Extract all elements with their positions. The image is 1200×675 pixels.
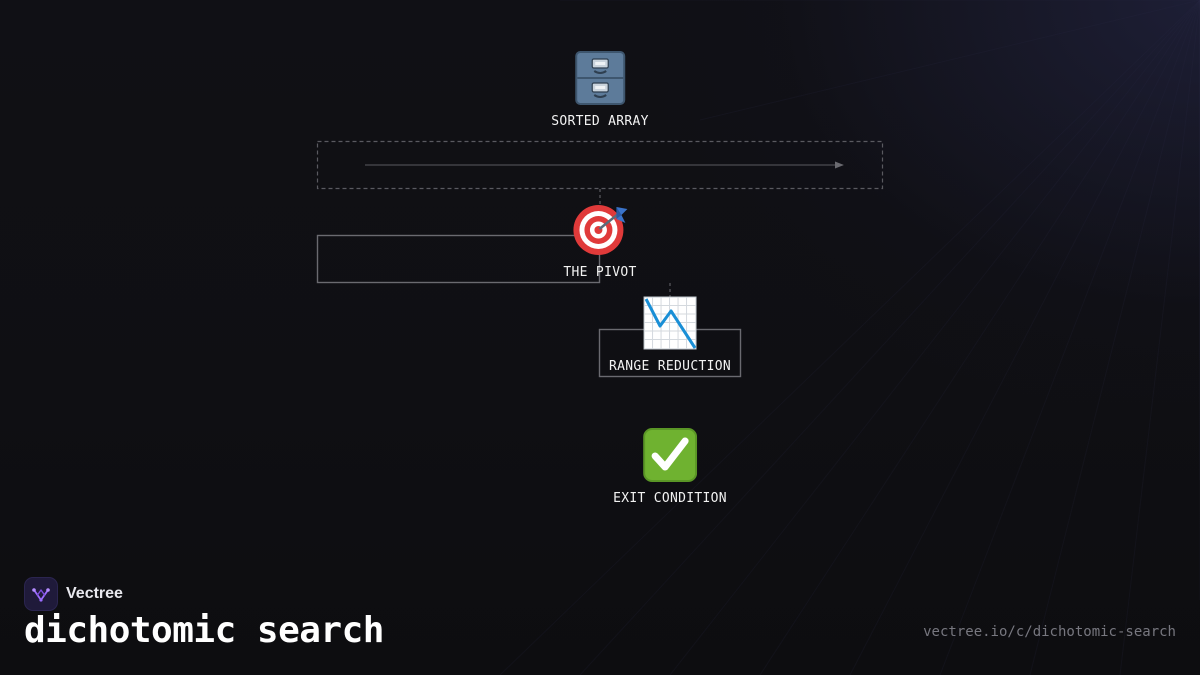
chart-decreasing-icon: [642, 295, 698, 351]
target-icon: [572, 201, 628, 257]
node-the-pivot: THE PIVOT: [563, 201, 636, 280]
brand-name: Vectree: [66, 585, 123, 602]
sorted-array-container: [316, 140, 884, 190]
node-range-reduction: RANGE REDUCTION: [609, 295, 731, 374]
page-title: dichotomic search: [24, 610, 384, 651]
node-exit-condition: EXIT CONDITION: [613, 427, 727, 506]
left-half-box: [316, 234, 601, 284]
vectree-logo-icon: [24, 577, 58, 611]
node-label: THE PIVOT: [563, 265, 637, 280]
node-sorted-array: SORTED ARRAY: [551, 50, 649, 129]
brand: Vectree: [24, 577, 123, 611]
node-label: RANGE REDUCTION: [609, 359, 731, 374]
check-mark-button-icon: [642, 427, 698, 483]
node-label: SORTED ARRAY: [551, 114, 649, 129]
page-url: vectree.io/c/dichotomic-search: [923, 624, 1176, 640]
node-label: EXIT CONDITION: [613, 491, 727, 506]
file-cabinet-icon: [572, 50, 628, 106]
